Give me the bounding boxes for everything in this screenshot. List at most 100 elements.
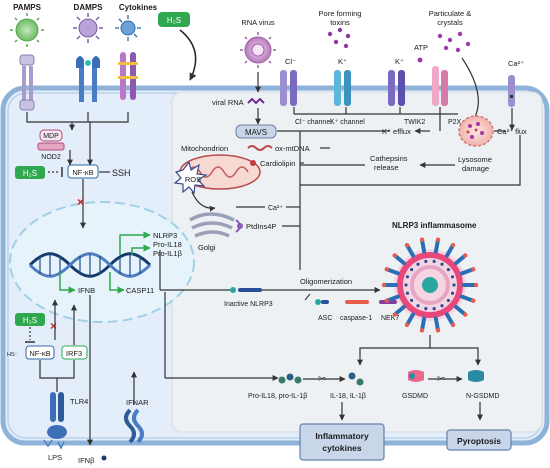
golgi-label: Golgi: [198, 243, 216, 252]
nek7-label: NEK7: [381, 315, 399, 322]
caspase-dot: [384, 267, 389, 272]
caspase-dot: [473, 282, 479, 288]
pyroptosis-box: Pyroptosis: [446, 429, 512, 451]
lps-label: LPS: [48, 453, 62, 462]
viral-rna-strand: [247, 97, 265, 105]
mdp-label: MDP: [43, 133, 59, 140]
pro-il-products-label: Pro-IL18, pro-IL-1β: [248, 393, 307, 400]
gsdmd-label: GSDMD: [402, 393, 428, 400]
inner-dot: [410, 267, 414, 272]
inner-dot: [410, 298, 414, 303]
ros-label: ROS: [185, 175, 201, 184]
asc-component: ASC: [315, 299, 332, 322]
ca-golgi-label: Ca²⁺: [268, 205, 283, 212]
inner-dot: [424, 259, 428, 263]
caspase-dot: [435, 328, 441, 333]
atp-label: ATP: [414, 43, 428, 52]
nod2-label: NOD2: [41, 154, 61, 161]
ca-top-label: Ca²⁺: [508, 59, 524, 68]
cytokine-receptor: [118, 52, 138, 100]
inner-dot: [416, 262, 420, 266]
ifnb-out-label: IFNβ: [78, 456, 95, 465]
caspase-dot: [419, 237, 425, 242]
viral-rna-label: viral RNA: [212, 98, 244, 107]
golgi-apparatus: [189, 212, 235, 238]
inactive-nlrp3: Inactive NLRP3: [224, 287, 273, 308]
lysosome: [458, 115, 494, 147]
caspase-dot: [450, 242, 456, 248]
damp-receptor: [76, 56, 100, 102]
pore-toxins-line1: Pore forming: [319, 9, 362, 18]
caspase-dot: [381, 282, 387, 288]
pro-il1b-gene-label: Pro-IL1β: [153, 249, 183, 258]
inner-dot: [450, 291, 455, 295]
cl-channel: Cl⁻ Cl⁻ channel: [280, 57, 332, 126]
pamps-label: PAMPS: [13, 3, 42, 12]
ca-flux-label: Ca²⁺ flux: [497, 127, 527, 136]
rna-virus-label: RNA virus: [241, 18, 275, 27]
nlrp3-inflammasome-complex: [381, 237, 479, 333]
dna-helix: [28, 252, 152, 278]
casp11-gene-label: CASP11: [126, 286, 154, 295]
inner-dot: [432, 307, 436, 311]
nod2-complex: MDP NOD2: [37, 129, 65, 161]
inner-dot: [416, 304, 420, 308]
ssh-label: SSH: [112, 168, 131, 178]
ptdins4p-label: PtdIns4P: [246, 222, 276, 231]
inner-dot: [452, 283, 456, 287]
twik2-channel: K⁺ TWIK2: [388, 57, 425, 126]
pore-toxins-line2: toxins: [330, 18, 350, 27]
damps-label: DAMPS: [74, 3, 104, 12]
inflammatory-cytokines-box: Inflammatory cytokines: [299, 423, 385, 461]
inflammatory-line1: Inflammatory: [315, 431, 369, 441]
h2s-inhibitor-1: H₂S: [15, 166, 63, 179]
tlr4-label: TLR4: [70, 397, 88, 406]
inner-dot: [424, 307, 428, 311]
ifnar-receptor: IFNAR: [124, 371, 149, 444]
inner-dot: [450, 275, 455, 279]
caspase-dot: [471, 267, 476, 272]
irf3: IRF3: [61, 304, 88, 360]
nucleus: [9, 201, 195, 323]
gsdmd-molecule: GSDMD: [402, 370, 428, 400]
p2x7-label: P2X₇: [448, 119, 464, 126]
nfkb-2: NF-κB: [25, 345, 55, 360]
n-gsdmd-molecule: N-GSDMD: [466, 370, 499, 400]
ros-burst: ROS: [173, 160, 208, 195]
il-molecules: IL-18, IL-1β: [330, 372, 366, 400]
twik2-label: TWIK2: [404, 119, 425, 126]
n-gsdmd-label: N-GSDMD: [466, 393, 499, 400]
h2s-inhibitor-2: H₂S: [15, 313, 45, 343]
caspase-dot: [384, 298, 389, 303]
pro-il-molecules: Pro-IL18, pro-IL-1β: [248, 373, 307, 400]
ifnar-label: IFNAR: [126, 398, 149, 407]
nlrp3-inflammasome-label: NLRP3 inflammasome: [392, 221, 477, 230]
caspase-dot: [392, 253, 397, 258]
caspase1-label: caspase-1: [340, 315, 372, 322]
gene-arrows: [59, 231, 151, 294]
h2s-2-label: H₂S: [23, 316, 37, 325]
ox-mtdna-strand: [247, 145, 273, 151]
cl-top-label: Cl⁻: [285, 57, 296, 66]
cathepsins-line1: Cathepsins: [370, 154, 408, 163]
cytokines-group: Cytokines: [115, 3, 158, 41]
lysosome-line2: damage: [462, 164, 489, 173]
k-efflux-label: K⁺ efflux: [382, 127, 411, 136]
nlrp3-gene-label: NLRP3: [153, 231, 177, 240]
inner-dot: [440, 304, 444, 308]
caspase-dot: [419, 328, 425, 333]
pamp-receptor: [19, 54, 35, 111]
ca-channel: [508, 75, 515, 107]
nlrp3-ring: [397, 252, 463, 318]
cytokines-label: Cytokines: [119, 3, 158, 12]
inhibition-x-2: ×: [50, 319, 57, 333]
inner-dot: [405, 291, 410, 295]
h2s-top-badge: H₂S: [158, 12, 197, 81]
h2s-top-label: H₂S: [167, 16, 181, 25]
cardiolipin-label: Cardiolipin: [260, 159, 295, 168]
inflammasome-core: [422, 277, 438, 293]
inner-dot: [405, 275, 410, 279]
pamps-group: PAMPS: [10, 3, 44, 47]
caspase-dot: [404, 322, 410, 328]
